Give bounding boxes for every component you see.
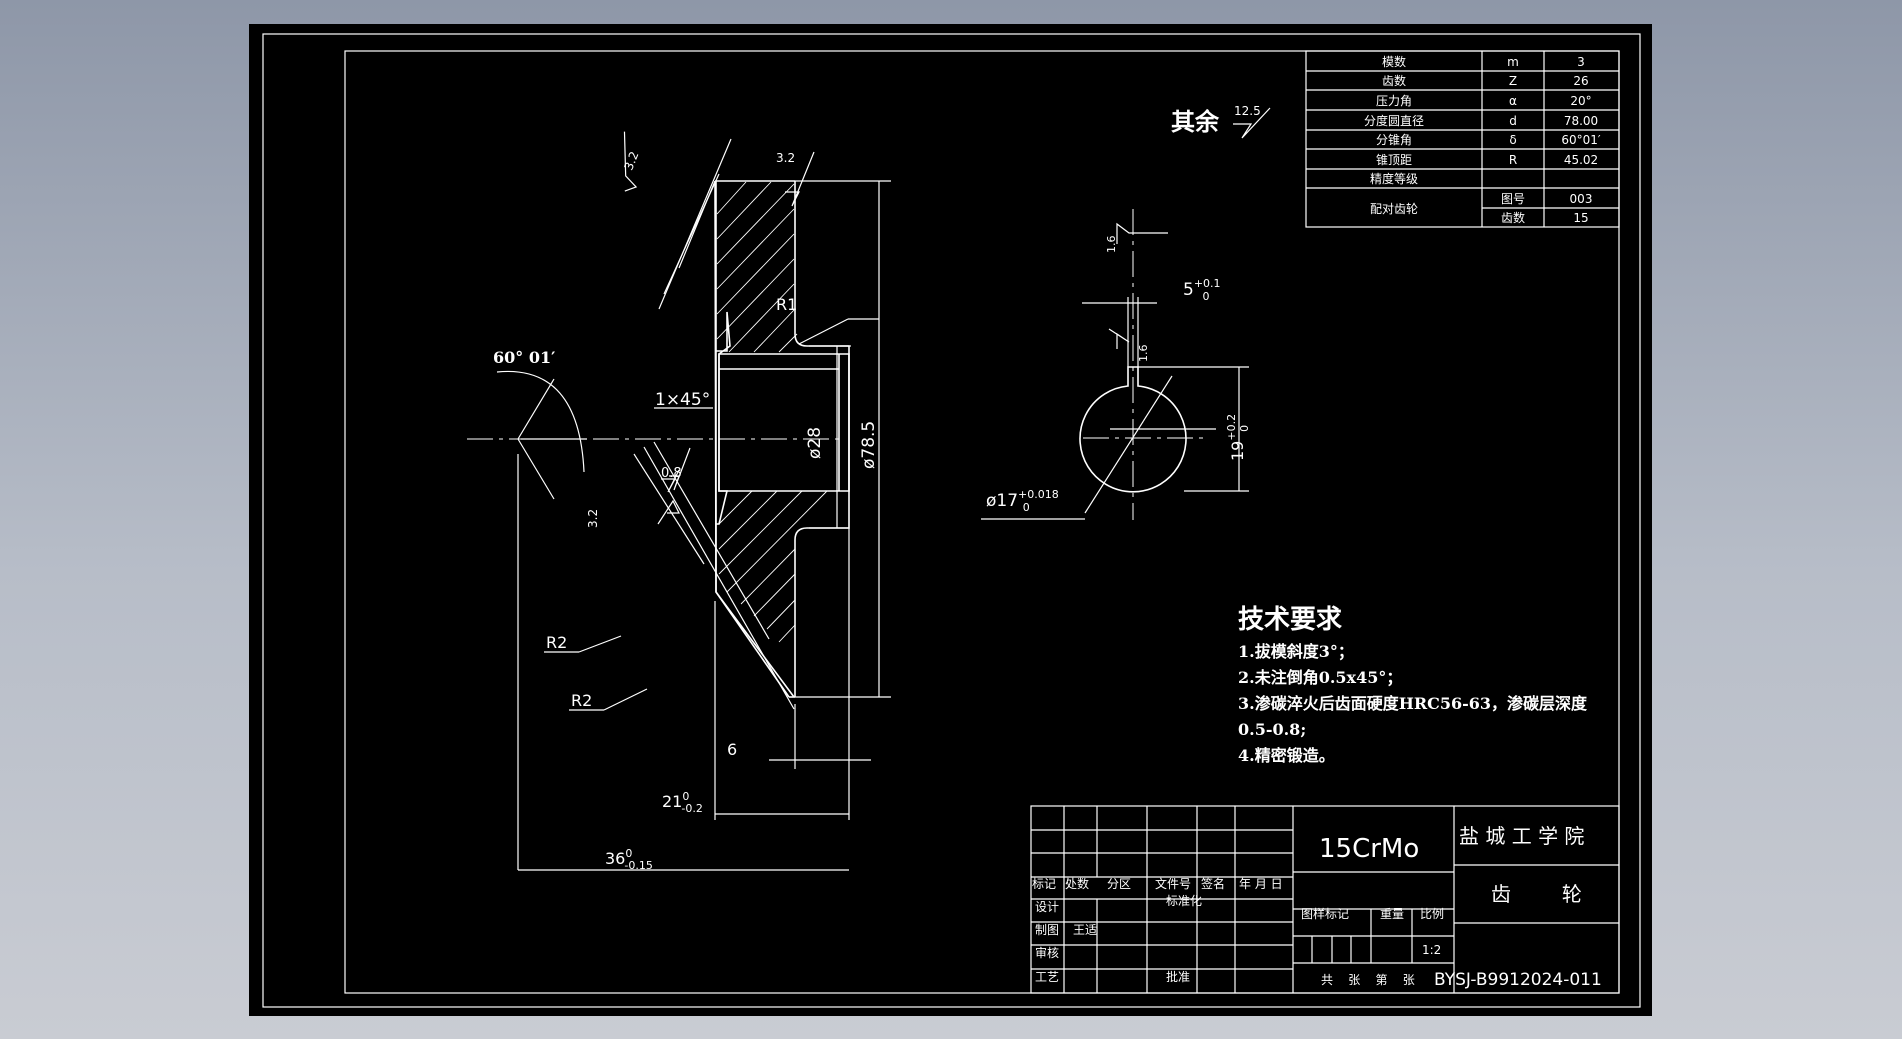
param-name: 分度圆直径: [1364, 113, 1424, 128]
inner-frame: [344, 50, 1620, 994]
r2-lower-label: R2: [571, 691, 592, 710]
roughness-top-label: 3.2: [776, 151, 795, 165]
cone-angle-label: 60° 01′: [493, 348, 555, 367]
roughness-back-label: 3.2: [586, 509, 600, 528]
tech-req-title: 技术要求: [1238, 605, 1342, 635]
param-value: 45.02: [1564, 153, 1598, 167]
technical-requirements: 技术要求 1.拔模斜度3°； 2.未注倒角0.5x45°； 3.渗碳淬火后齿面硬…: [1238, 605, 1588, 765]
tech-req-item: 4.精密锻造。: [1238, 746, 1335, 765]
title-block-text: 15CrMo 盐 城 工 学 院 齿 轮 BYSJ-B9912024-011 图…: [1032, 824, 1602, 990]
param-symbol: δ: [1509, 133, 1516, 147]
param-name: 压力角: [1376, 94, 1412, 108]
drafter-name: 王适: [1073, 923, 1097, 937]
param-name: 精度等级: [1370, 171, 1418, 186]
param-value: 26: [1573, 74, 1588, 88]
roughness-rest-value: 12.5: [1234, 104, 1261, 118]
param-name: 锥顶距: [1376, 153, 1412, 167]
param-value: 60°01′: [1561, 133, 1601, 147]
param-name: 模数: [1382, 54, 1406, 69]
param-value: 20°: [1570, 94, 1591, 108]
param-symbol: α: [1509, 94, 1517, 108]
material-label: 15CrMo: [1319, 834, 1419, 864]
key-height-label: 19+0.20: [1225, 414, 1251, 461]
roughness-key-side-label: 1.6: [1137, 345, 1150, 363]
roughness-rest-label: 其余: [1171, 107, 1220, 136]
param-symbol: R: [1509, 153, 1517, 167]
weight-label: 重量: [1380, 907, 1404, 921]
row-draw: 制图: [1035, 923, 1059, 937]
width-6-label: 6: [727, 740, 737, 759]
roughness-bore-label: 0.8: [661, 466, 682, 481]
row-design: 设计: [1035, 900, 1059, 914]
tech-req-item: 0.5-0.8;: [1238, 720, 1306, 739]
hdr-mark: 标记: [1032, 877, 1056, 891]
param-symbol: m: [1507, 55, 1519, 69]
scale-value: 1:2: [1422, 943, 1441, 957]
approve-label: 批准: [1166, 969, 1190, 984]
drawing-sheet: 模数 m 3 齿数 Z 26 压力角 α 20° 分度圆直径 d 78.00 分锥角 δ 60°01′ 锥顶距…: [249, 24, 1652, 1016]
mating-fig-no: 003: [1570, 192, 1593, 206]
param-value: 78.00: [1564, 114, 1598, 128]
mating-teeth-label: 齿数: [1501, 210, 1525, 225]
param-name: 齿数: [1382, 73, 1406, 88]
gear-params-table: 模数 m 3 齿数 Z 26 压力角 α 20° 分度圆直径 d 78.00 分锥角 δ 60°01′ 锥顶距…: [1305, 50, 1620, 228]
roughness-rest-symbol: [1233, 107, 1271, 139]
r1-label: R1: [776, 295, 797, 314]
hdr-sign: 签名: [1201, 876, 1225, 891]
hdr-docno: 文件号: [1155, 876, 1191, 891]
hdr-zone: 分区: [1107, 877, 1131, 891]
hdr-date: 年 月 日: [1239, 877, 1283, 891]
tech-req-item: 1.拔模斜度3°；: [1238, 642, 1354, 661]
length-36-label: 360-0.15: [605, 847, 653, 872]
param-value: 3: [1577, 55, 1585, 69]
gear-section-view: [467, 131, 891, 871]
tech-req-item: 3.渗碳淬火后齿面硬度HRC56-63，渗碳层深度: [1238, 694, 1588, 713]
drawing-number: BYSJ-B9912024-011: [1434, 970, 1602, 990]
hdr-count: 处数: [1065, 876, 1089, 891]
roughness-bore-symbol: [661, 469, 680, 493]
roughness-key-top-label: 1.6: [1105, 236, 1118, 254]
outer-diameter-label: ø78.5: [859, 421, 879, 469]
title-block: [1030, 805, 1620, 994]
roughness-cone-label: 3.2: [621, 149, 641, 172]
sheet-count-label: 共 张 第 张: [1321, 973, 1415, 987]
keyway-view: [981, 209, 1249, 520]
chamfer-label: 1×45°: [655, 390, 710, 410]
length-21-label: 210-0.2: [662, 790, 703, 815]
tech-req-item: 2.未注倒角0.5x45°；: [1238, 668, 1402, 687]
school-label: 盐 城 工 学 院: [1459, 824, 1584, 848]
r2-upper-label: R2: [546, 633, 567, 652]
mating-gear-label: 配对齿轮: [1370, 202, 1418, 216]
section-view-labels: 60° 01′ 3.2 3.2 3.2 R1 1×45° 0.8 ø28 ø78…: [493, 149, 879, 872]
param-symbol: d: [1509, 114, 1517, 128]
scale-label: 比例: [1420, 907, 1444, 921]
param-name: 分锥角: [1376, 133, 1412, 147]
outer-frame: [262, 33, 1641, 1008]
param-symbol: Z: [1509, 74, 1517, 88]
bore-diameter-label: ø28: [805, 427, 825, 459]
part-name-label: 齿 轮: [1491, 882, 1582, 906]
row-review: 审核: [1035, 945, 1059, 960]
mating-teeth: 15: [1573, 211, 1588, 225]
std-label: 标准化: [1166, 894, 1202, 908]
stage-label: 图样标记: [1301, 906, 1349, 921]
mating-fig-no-label: 图号: [1501, 192, 1525, 206]
row-process: 工艺: [1035, 970, 1059, 984]
cad-drawing: 模数 m 3 齿数 Z 26 压力角 α 20° 分度圆直径 d 78.00 分锥角 δ 60°01′ 锥顶距…: [262, 33, 1641, 1008]
